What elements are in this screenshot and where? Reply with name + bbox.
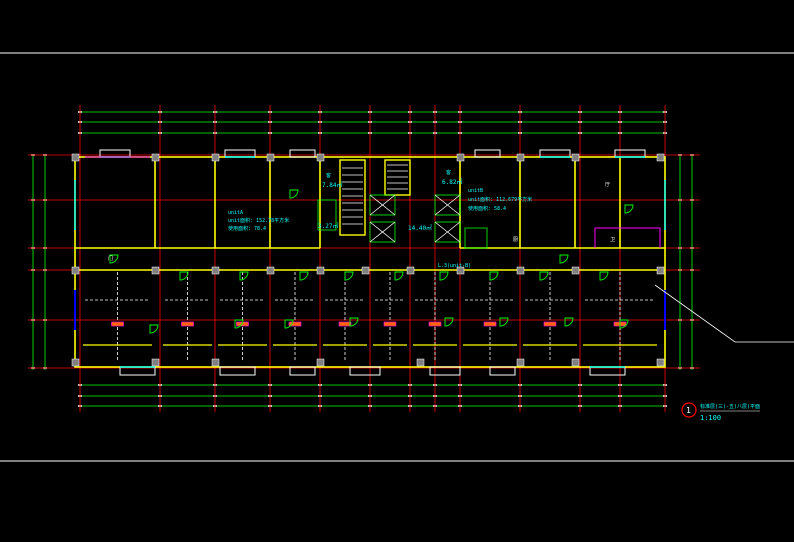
room-1-name: 客 xyxy=(326,172,331,179)
door-swing xyxy=(394,271,404,281)
column xyxy=(361,266,370,275)
door-swing xyxy=(559,254,569,264)
column xyxy=(406,266,415,275)
columns xyxy=(71,153,665,367)
door-swing xyxy=(149,324,159,334)
unit-fixture xyxy=(111,321,124,327)
room-1-area: 7.84㎡ xyxy=(322,181,342,189)
axis-grid xyxy=(28,105,700,412)
column xyxy=(316,266,325,275)
door-swing xyxy=(344,271,354,281)
column xyxy=(71,153,80,162)
room-labels: unitA unit面积: 152.78平方米 使用面积: 78.4 客 7.8… xyxy=(108,169,615,269)
column xyxy=(516,153,525,162)
column xyxy=(266,266,275,275)
unit-a-title: unitA xyxy=(228,210,243,216)
column xyxy=(316,153,325,162)
column xyxy=(211,358,220,367)
unit-fixture xyxy=(543,321,557,327)
column xyxy=(656,266,665,275)
column xyxy=(211,266,220,275)
unit-b-area: unit面积: 112.679平方米 xyxy=(468,196,532,203)
room-2-area: 6.82㎡ xyxy=(442,178,462,186)
unit-fixture xyxy=(181,321,194,327)
door-swing xyxy=(109,254,119,264)
door-swing xyxy=(439,271,449,281)
door-swing xyxy=(299,271,309,281)
column xyxy=(456,153,465,162)
column xyxy=(516,266,525,275)
column xyxy=(656,153,665,162)
drawing-scale: 1:100 xyxy=(700,414,721,422)
column xyxy=(211,153,220,162)
door-swing xyxy=(619,319,629,329)
door-swing xyxy=(234,319,244,329)
unit-fixture xyxy=(483,321,497,327)
column xyxy=(416,358,425,367)
column xyxy=(151,266,160,275)
drawing-title: 标准层(三)-五(八层)平面 xyxy=(700,403,760,410)
room-2-name: 客 xyxy=(446,169,451,176)
door-swing xyxy=(179,271,189,281)
door-swing xyxy=(599,271,609,281)
unit-fixture xyxy=(338,321,352,327)
column xyxy=(316,358,325,367)
unit-fixture xyxy=(288,321,302,327)
drawing-frame xyxy=(0,52,794,462)
room-f-label: 门 xyxy=(108,255,113,262)
title-block: 1 标准层(三)-五(八层)平面 1:100 xyxy=(681,402,760,422)
door-swing xyxy=(289,189,299,199)
column xyxy=(266,153,275,162)
door-swing xyxy=(489,271,499,281)
lower-unit-partitions xyxy=(83,272,657,360)
unit-b-title: unitB xyxy=(468,188,483,194)
leader-line xyxy=(654,284,794,343)
title-number-circle xyxy=(681,402,697,418)
door-swing xyxy=(349,317,359,327)
title-number: 1 xyxy=(686,406,691,415)
room-d-label: 卫 xyxy=(610,237,615,243)
door-swing xyxy=(444,317,454,327)
column xyxy=(151,358,160,367)
room-c-label: 厨 xyxy=(513,237,518,243)
unit-a-area: unit面积: 152.78平方米 xyxy=(228,217,289,224)
room-3-area: 3.27㎡ xyxy=(318,222,338,230)
door-swing xyxy=(564,317,574,327)
unit-a-usable: 使用面积: 78.4 xyxy=(228,225,266,232)
column xyxy=(571,358,580,367)
corridor-label: L.3(unit-B) xyxy=(438,263,471,269)
column xyxy=(456,266,465,275)
column xyxy=(71,266,80,275)
unit-b-usable: 使用面积: 58.4 xyxy=(468,205,506,212)
door-swing xyxy=(284,319,294,329)
room-e-label: 厅 xyxy=(605,182,610,188)
column xyxy=(516,358,525,367)
unit-fixture xyxy=(428,321,442,327)
column xyxy=(656,358,665,367)
door-swing xyxy=(499,317,509,327)
door-swing xyxy=(539,271,549,281)
door-swing xyxy=(624,204,634,214)
dimension-lines xyxy=(32,111,693,407)
column xyxy=(71,358,80,367)
unit-fixture xyxy=(383,321,397,327)
column xyxy=(571,266,580,275)
column xyxy=(151,153,160,162)
stair-core xyxy=(317,159,488,249)
room-4-area: 14.40㎡ xyxy=(408,224,432,232)
door-swing xyxy=(239,271,249,281)
wall-accents xyxy=(74,156,666,330)
doors xyxy=(109,189,634,334)
column xyxy=(571,153,580,162)
